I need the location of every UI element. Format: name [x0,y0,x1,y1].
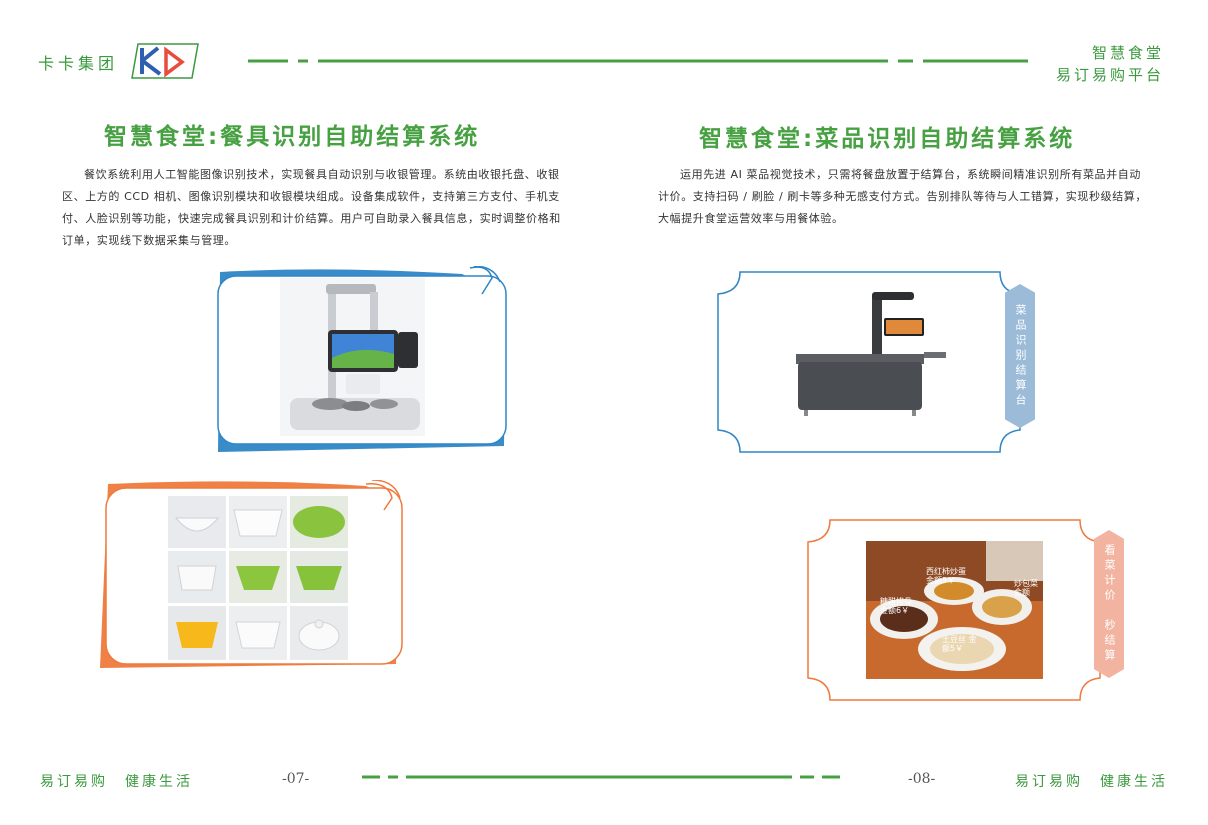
left-page-title: 智慧食堂:餐具识别自助结算系统 [104,124,481,150]
tableware-grid-photo [168,496,348,660]
tab-dish-checkout-label: 菜品识别结算台 [1014,303,1027,409]
footer-slogan-left: 易订易购 健康生活 [40,774,193,790]
dish-counter-photo [792,290,952,430]
footer-divider [362,775,840,779]
food-label-1: 西红柿炒蛋 金额5￥ [926,567,966,585]
food-label-3: 土豆丝 金额5￥ [942,635,977,653]
header-divider [248,59,1028,63]
header-tagline-line1: 智慧食堂 [1091,44,1164,62]
company-logo [131,43,199,79]
footer-slogan-right: 易订易购 健康生活 [1015,774,1168,790]
right-page-paragraph: 运用先进 AI 菜品视觉技术，只需将餐盘放置于结算台，系统瞬间精准识别所有菜品并… [658,168,1147,225]
food-recognition-photo: 西红柿炒蛋 金额5￥ 糖醋排骨 金额6￥ 土豆丝 金额5￥ 炒包菜 金额 [866,541,1043,679]
right-page-title: 智慧食堂:菜品识别自助结算系统 [699,126,1076,152]
page-number-left: -07- [282,771,310,787]
food-label-2: 糖醋排骨 金额6￥ [880,597,912,615]
tableware-machine-photo [280,278,425,436]
tab-price-checkout-label: 看菜计价 秒结算 [1103,544,1116,664]
header-tagline: 智慧食堂 易订易购平台 [1056,42,1164,86]
food-label-4: 炒包菜 金额 [1014,579,1038,597]
tab-dish-checkout: 菜品识别结算台 [1005,284,1035,428]
tab-price-checkout: 看菜计价 秒结算 [1094,530,1124,678]
brand-name: 卡卡集团 [38,54,119,73]
header-tagline-line2: 易订易购平台 [1055,66,1164,84]
page-number-right: -08- [908,771,936,787]
left-page-paragraph: 餐饮系统利用人工智能图像识别技术，实现餐具自动识别与收银管理。系统由收银托盘、收… [62,168,561,247]
